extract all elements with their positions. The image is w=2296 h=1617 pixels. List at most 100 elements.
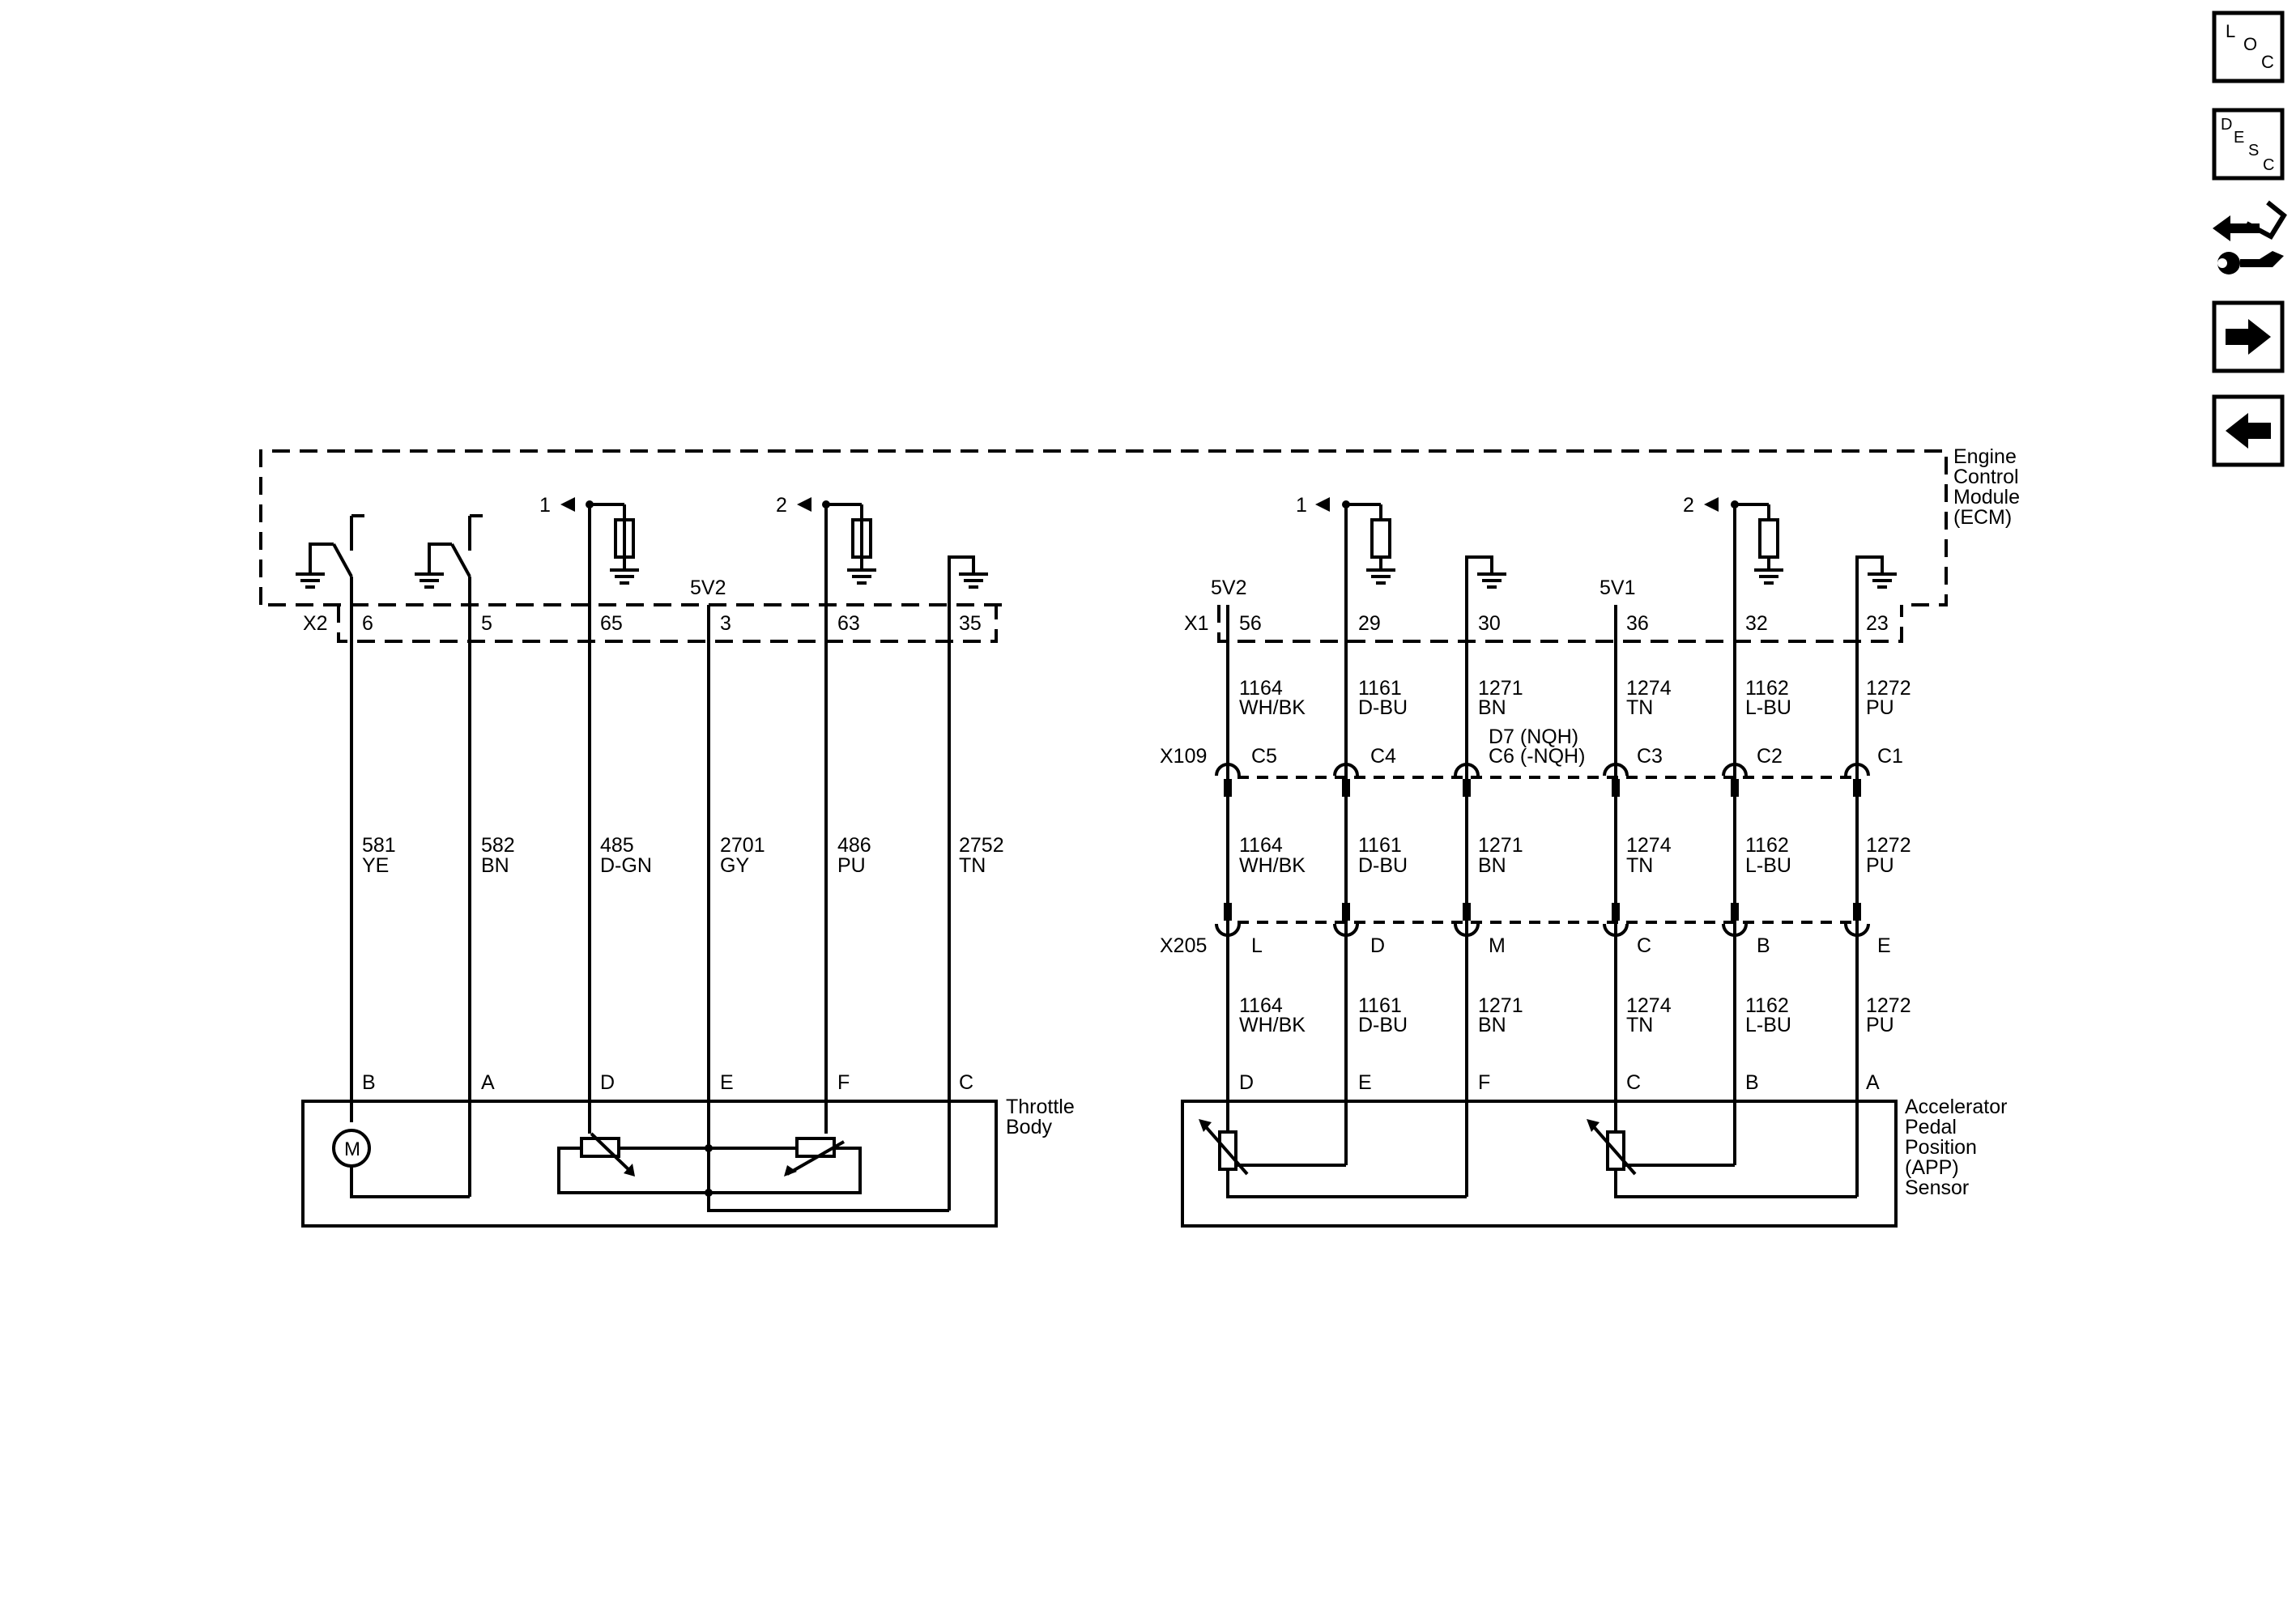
prev-arrow-button[interactable] [2212,394,2285,467]
x109-pin-label: C4 [1370,745,1396,768]
ecm-title: Engine Control Module (ECM) [1953,445,2026,529]
x205-connector [1215,921,1870,937]
terminal-letter: F [837,1071,850,1094]
pin-number: 63 [837,612,860,635]
svg-text:D: D [2221,116,2232,134]
supply-5v2-right: 5V2 [1211,577,1246,599]
x205-pin-label: B [1757,934,1770,957]
right-wires [1226,504,1859,1197]
terminal-letter: C [1626,1071,1641,1094]
svg-text:E: E [2234,129,2244,147]
terminal-letter: C [959,1071,973,1094]
pin-number: 23 [1866,612,1889,635]
svg-text:C: C [2261,52,2274,72]
supply-5v1-right: 5V1 [1600,577,1635,599]
ref-2-arrow-left [797,497,811,512]
x1-connector-label: X1 [1184,612,1209,635]
x109-pin-label: D7 (NQH) [1489,726,1578,748]
x205-pin-label: D [1370,934,1385,957]
terminal-letter: B [362,1071,376,1094]
x205-pin-label: L [1251,934,1263,957]
x205-pin-label: E [1877,934,1891,957]
junction-dot [705,1144,713,1152]
pin-number: 30 [1478,612,1501,635]
motor-label: M [344,1138,360,1160]
left-wires [350,504,951,1211]
ref-1-label-left: 1 [539,494,551,517]
x109-pin-label: C2 [1757,745,1783,768]
x109-pin-label: C5 [1251,745,1277,768]
left-arrow-icon [2226,413,2271,449]
x205-pin-label: M [1489,934,1506,957]
junction-dot [705,1189,713,1197]
wiper-arrow [1587,1119,1600,1132]
loc-button[interactable]: L O C [2212,11,2285,83]
pin-number: 36 [1626,612,1649,635]
app-sensor-title: Accelerator Pedal Position (APP) Sensor [1905,1096,2013,1199]
ecm-boundary [259,449,1948,643]
ecm-internal-right [1346,503,1884,605]
ground-symbols-right [1366,568,1897,589]
pin-number: 6 [362,612,373,635]
pin-number: 32 [1745,612,1768,635]
x109-pins [1224,779,1861,797]
pin-number: 65 [600,612,623,635]
supply-5v2-left: 5V2 [690,577,726,599]
connector-wrench-icon[interactable] [2213,200,2287,274]
ref-2-label-left: 2 [776,494,787,517]
ref-2-arrow-right [1704,497,1719,512]
pin-number: 56 [1239,612,1262,635]
desc-button[interactable]: D E S C [2212,108,2285,181]
svg-text:S: S [2248,142,2259,160]
svg-text:O: O [2243,34,2257,54]
x109-pin-label: C1 [1877,745,1903,768]
pin-number: 3 [720,612,731,635]
wiper-arrow [1199,1119,1212,1132]
x205-connector-label: X205 [1160,934,1207,957]
ref-2-label-right: 2 [1683,494,1694,517]
pin-number: 35 [959,612,982,635]
terminal-letter: F [1478,1071,1490,1094]
terminal-letter: D [600,1071,615,1094]
terminal-letter: A [1866,1071,1880,1094]
app-sensor [1181,1100,1898,1228]
wiper-arrow [624,1164,635,1177]
right-arrow-icon [2226,319,2271,355]
ref-1-arrow-right [1315,497,1330,512]
terminal-letter: E [1358,1071,1372,1094]
ground-symbols-left [296,557,988,589]
x205-pins [1224,903,1861,921]
ecm-internal-left [309,503,975,605]
wiper-arrow [784,1165,797,1177]
svg-text:C: C [2263,156,2274,174]
pin-number: 29 [1358,612,1381,635]
svg-text:L: L [2226,21,2235,41]
x109-pin-label: C3 [1637,745,1663,768]
x205-pin-label: C [1637,934,1651,957]
throttle-body-title: Throttle Body [1006,1096,1080,1138]
next-arrow-button[interactable] [2212,300,2285,373]
